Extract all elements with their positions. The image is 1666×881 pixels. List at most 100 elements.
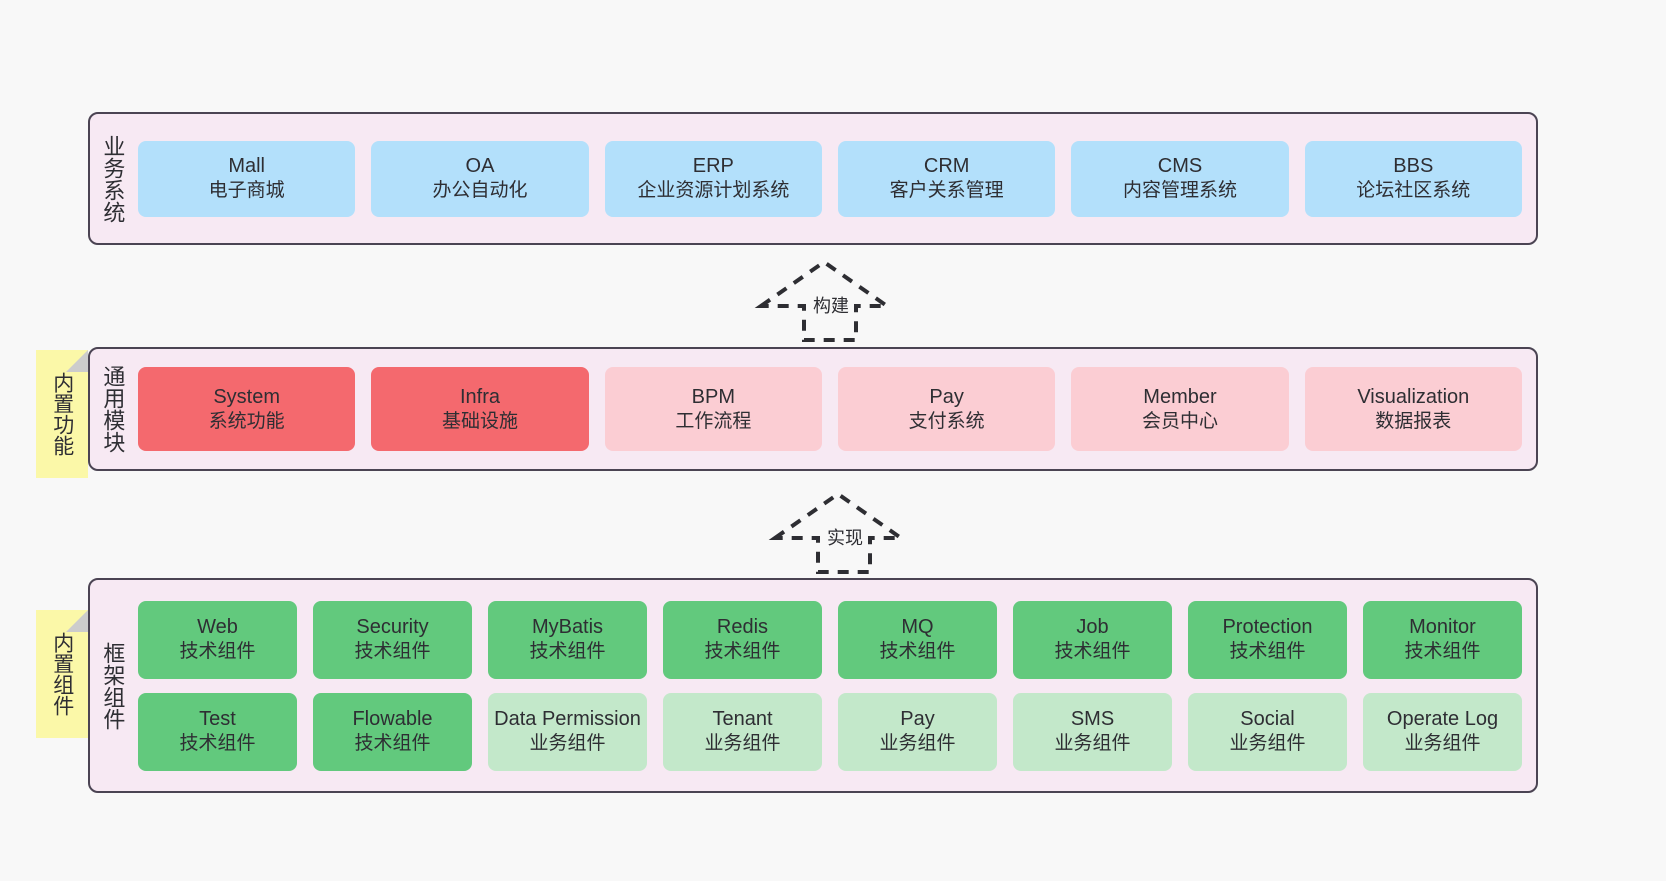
node-system[interactable]: System 系统功能 — [138, 367, 356, 451]
node-tenant-cn: 业务组件 — [704, 733, 781, 755]
layer-common-modules: 通用模块 System 系统功能 Infra 基础设施 BPM 工作流程 Pay… — [88, 347, 1538, 471]
node-infra[interactable]: Infra 基础设施 — [371, 367, 589, 451]
framework-row-business: Test 技术组件 Flowable 技术组件 Data Permission … — [138, 692, 1522, 771]
node-web-en: Web — [197, 616, 238, 639]
node-member[interactable]: Member 会员中心 — [1071, 367, 1289, 451]
node-security[interactable]: Security 技术组件 — [313, 600, 472, 679]
layer-modules-nodes: System 系统功能 Infra 基础设施 BPM 工作流程 Pay 支付系统… — [134, 349, 1536, 469]
node-mq-cn: 技术组件 — [879, 641, 956, 663]
node-mall-en: Mall — [228, 155, 265, 178]
layer-framework-components: 框架组件 Web 技术组件 Security 技术组件 MyBatis 技术组件… — [88, 578, 1538, 793]
node-mq[interactable]: MQ 技术组件 — [838, 600, 997, 679]
node-sms-en: SMS — [1070, 708, 1115, 731]
node-crm[interactable]: CRM 客户关系管理 — [837, 140, 1056, 217]
node-bpm[interactable]: BPM 工作流程 — [604, 367, 822, 451]
node-cms-cn: 内容管理系统 — [1122, 180, 1237, 202]
node-web[interactable]: Web 技术组件 — [138, 600, 297, 679]
node-protection[interactable]: Protection 技术组件 — [1188, 600, 1347, 679]
node-pay-module[interactable]: Pay 支付系统 — [837, 367, 1056, 451]
node-monitor[interactable]: Monitor 技术组件 — [1363, 600, 1522, 679]
sticky-note-builtin-components: 内置组件 — [36, 610, 88, 738]
node-bbs[interactable]: BBS 论坛社区系统 — [1304, 140, 1522, 217]
node-job[interactable]: Job 技术组件 — [1013, 600, 1172, 679]
node-sms[interactable]: SMS 业务组件 — [1013, 692, 1172, 771]
node-oa-en: OA — [465, 155, 495, 178]
node-operate-log-en: Operate Log — [1386, 708, 1499, 731]
node-oa-cn: 办公自动化 — [432, 180, 528, 202]
framework-row-tech: Web 技术组件 Security 技术组件 MyBatis 技术组件 Redi… — [138, 600, 1522, 679]
node-crm-cn: 客户关系管理 — [889, 180, 1004, 202]
node-security-en: Security — [356, 616, 429, 639]
node-redis[interactable]: Redis 技术组件 — [663, 600, 822, 679]
layer-framework-title: 框架组件 — [100, 641, 126, 730]
node-erp-en: ERP — [692, 155, 734, 178]
node-web-cn: 技术组件 — [179, 641, 256, 663]
connector-build-label: 构建 — [811, 292, 851, 318]
node-visualization[interactable]: Visualization 数据报表 — [1304, 367, 1522, 451]
node-member-en: Member — [1143, 385, 1217, 408]
node-redis-en: Redis — [716, 616, 769, 639]
node-cms[interactable]: CMS 内容管理系统 — [1071, 140, 1289, 217]
sticky-note-builtin-components-text: 内置组件 — [50, 632, 74, 716]
node-mybatis-en: MyBatis — [531, 616, 604, 639]
node-mq-en: MQ — [901, 616, 934, 639]
sticky-note-builtin-features: 内置功能 — [36, 350, 88, 478]
node-bpm-en: BPM — [691, 385, 735, 408]
node-bbs-en: BBS — [1393, 155, 1434, 178]
node-data-permission[interactable]: Data Permission 业务组件 — [488, 692, 647, 771]
node-monitor-cn: 技术组件 — [1404, 641, 1481, 663]
node-mybatis-cn: 技术组件 — [529, 641, 606, 663]
node-cms-en: CMS — [1157, 155, 1203, 178]
node-redis-cn: 技术组件 — [704, 641, 781, 663]
node-tenant[interactable]: Tenant 业务组件 — [663, 692, 822, 771]
layer-business-systems: 业务系统 Mall 电子商城 OA 办公自动化 ERP 企业资源计划系统 CRM… — [88, 112, 1538, 245]
node-system-en: System — [213, 385, 280, 408]
node-operate-log[interactable]: Operate Log 业务组件 — [1363, 692, 1522, 771]
node-erp-cn: 企业资源计划系统 — [637, 180, 790, 202]
node-flowable-cn: 技术组件 — [354, 733, 431, 755]
node-flowable-en: Flowable — [352, 708, 433, 731]
node-visualization-cn: 数据报表 — [1375, 410, 1452, 432]
node-test-en: Test — [199, 708, 236, 731]
node-bbs-cn: 论坛社区系统 — [1356, 180, 1471, 202]
node-visualization-en: Visualization — [1357, 385, 1470, 408]
node-data-permission-cn: 业务组件 — [529, 733, 606, 755]
sticky-note-builtin-features-text: 内置功能 — [50, 372, 74, 456]
node-sms-cn: 业务组件 — [1054, 733, 1131, 755]
node-member-cn: 会员中心 — [1141, 410, 1218, 432]
node-monitor-en: Monitor — [1409, 616, 1476, 639]
node-mall[interactable]: Mall 电子商城 — [138, 140, 356, 217]
node-social-en: Social — [1240, 708, 1295, 731]
node-pay-component-cn: 业务组件 — [879, 733, 956, 755]
node-operate-log-cn: 业务组件 — [1404, 733, 1481, 755]
node-crm-en: CRM — [923, 155, 970, 178]
node-pay-component[interactable]: Pay 业务组件 — [838, 692, 997, 771]
node-infra-en: Infra — [459, 385, 500, 408]
layer-framework-nodes: Web 技术组件 Security 技术组件 MyBatis 技术组件 Redi… — [134, 580, 1536, 791]
node-flowable[interactable]: Flowable 技术组件 — [313, 692, 472, 771]
node-social-cn: 业务组件 — [1229, 733, 1306, 755]
node-job-cn: 技术组件 — [1054, 641, 1131, 663]
layer-modules-title: 通用模块 — [100, 365, 126, 453]
node-tenant-en: Tenant — [712, 708, 773, 731]
node-pay-module-cn: 支付系统 — [908, 410, 985, 432]
node-job-en: Job — [1076, 616, 1109, 639]
node-social[interactable]: Social 业务组件 — [1188, 692, 1347, 771]
node-erp[interactable]: ERP 企业资源计划系统 — [604, 140, 822, 217]
node-mall-cn: 电子商城 — [208, 180, 285, 202]
node-pay-component-en: Pay — [900, 708, 935, 731]
node-test[interactable]: Test 技术组件 — [138, 692, 297, 771]
node-infra-cn: 基础设施 — [441, 410, 518, 432]
node-data-permission-en: Data Permission — [494, 708, 641, 731]
layer-business-title: 业务系统 — [100, 134, 126, 223]
layer-business-nodes: Mall 电子商城 OA 办公自动化 ERP 企业资源计划系统 CRM 客户关系… — [134, 114, 1536, 243]
node-oa[interactable]: OA 办公自动化 — [371, 140, 589, 217]
node-mybatis[interactable]: MyBatis 技术组件 — [488, 600, 647, 679]
node-pay-module-en: Pay — [929, 385, 964, 408]
node-bpm-cn: 工作流程 — [675, 410, 752, 432]
node-security-cn: 技术组件 — [354, 641, 431, 663]
connector-implement-label: 实现 — [825, 524, 865, 550]
node-system-cn: 系统功能 — [208, 410, 285, 432]
node-protection-en: Protection — [1222, 616, 1313, 639]
